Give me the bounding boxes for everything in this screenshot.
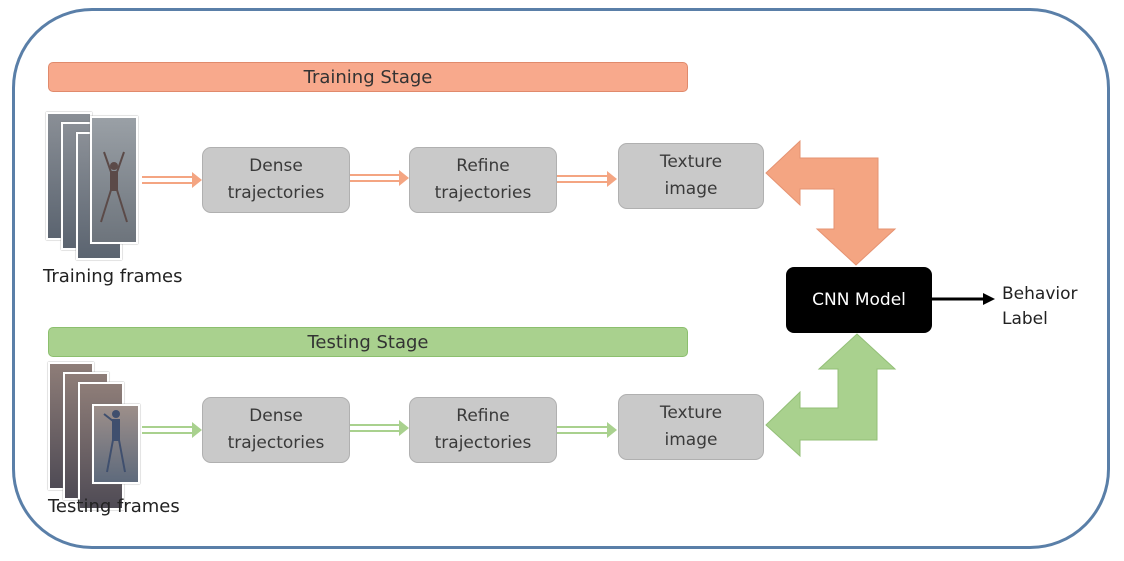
training-arrowhead-3 <box>607 171 617 187</box>
training-stage-banner: Training Stage <box>48 62 688 92</box>
diagram-border <box>12 8 1110 549</box>
testing-arrow-1 <box>142 426 193 434</box>
testing-stage-banner: Testing Stage <box>48 327 688 357</box>
testing-stage-label: Testing Stage <box>307 331 429 353</box>
training-arrow-2 <box>350 174 400 182</box>
training-frames-caption: Training frames <box>43 266 183 287</box>
training-arrowhead-1 <box>192 172 202 188</box>
testing-frames-caption: Testing frames <box>48 496 180 517</box>
testing-bent-arrow <box>765 333 897 458</box>
training-person-figure <box>100 151 128 223</box>
testing-arrowhead-1 <box>192 422 202 438</box>
cnn-model-label: CNN Model <box>812 290 906 310</box>
training-arrowhead-2 <box>399 170 409 186</box>
cnn-model-box: CNN Model <box>786 267 932 333</box>
testing-arrowhead-2 <box>399 420 409 436</box>
behavior-label-output: Behavior Label <box>1002 284 1078 329</box>
testing-person-figure <box>103 410 126 473</box>
training-stage-label: Training Stage <box>303 66 433 88</box>
testing-arrow-3 <box>557 426 608 434</box>
testing-arrow-2 <box>350 424 400 432</box>
testing-arrowhead-3 <box>607 422 617 438</box>
training-bent-arrow <box>765 139 897 266</box>
output-arrowhead <box>983 293 995 305</box>
training-arrow-1 <box>142 176 193 184</box>
training-arrow-3 <box>557 175 608 183</box>
